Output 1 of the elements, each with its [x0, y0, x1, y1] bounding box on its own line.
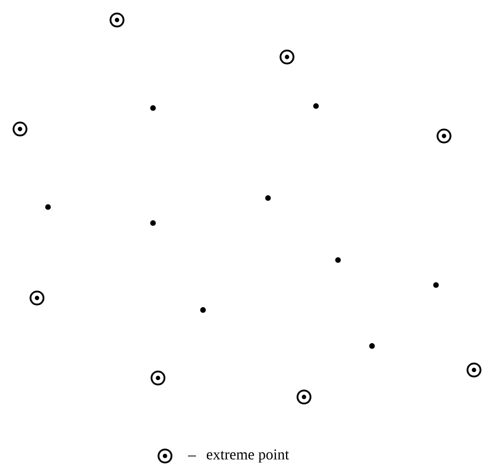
legend-label: extreme point — [206, 449, 289, 463]
